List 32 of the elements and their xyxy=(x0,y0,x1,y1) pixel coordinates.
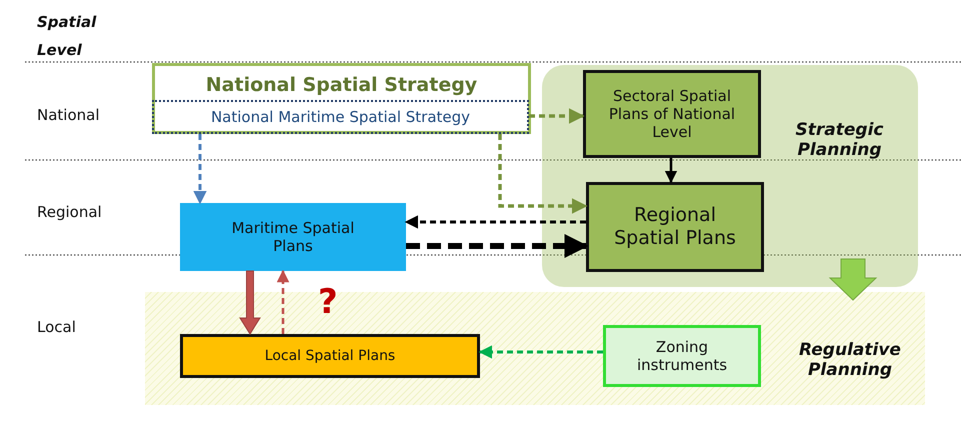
node-text: Local Spatial Plans xyxy=(264,346,396,366)
node-text: Maritime Spatial Plans xyxy=(230,218,356,257)
strategy-box xyxy=(152,100,529,134)
level-label: National xyxy=(37,106,100,124)
dashed-arrow xyxy=(478,345,603,359)
block-arrow xyxy=(828,258,878,301)
dashed-arrow xyxy=(276,270,290,334)
node-text: National Maritime Spatial Strategy xyxy=(210,107,472,128)
strategy-box xyxy=(152,63,531,134)
band-title: Regulative Planning xyxy=(798,338,902,382)
plan-box xyxy=(603,325,761,387)
dashed-arrow xyxy=(406,234,588,258)
question-mark: ? xyxy=(318,282,338,322)
dashed-arrow xyxy=(404,215,586,229)
node-text: Sectoral Spatial Plans of National Level xyxy=(608,86,736,143)
dashed-arrow xyxy=(193,134,207,204)
level-label: Local xyxy=(37,318,76,336)
node-text: Regional Spatial Plans xyxy=(613,203,737,251)
arrow xyxy=(664,158,678,184)
dashed-arrow xyxy=(529,108,585,124)
planning-band xyxy=(542,65,918,287)
plan-box xyxy=(180,334,480,378)
plan-box xyxy=(586,182,764,272)
dashed-arrow xyxy=(498,134,588,214)
level-label: Regional xyxy=(37,203,102,221)
block-arrow xyxy=(239,270,261,335)
plan-box xyxy=(583,70,761,158)
plan-box xyxy=(180,203,406,271)
level-label: Spatial Level xyxy=(37,12,97,61)
node-text: Zoning instruments xyxy=(636,337,728,376)
node-text: National Spatial Strategy xyxy=(204,72,478,98)
band-title: Strategic Planning xyxy=(794,118,884,162)
